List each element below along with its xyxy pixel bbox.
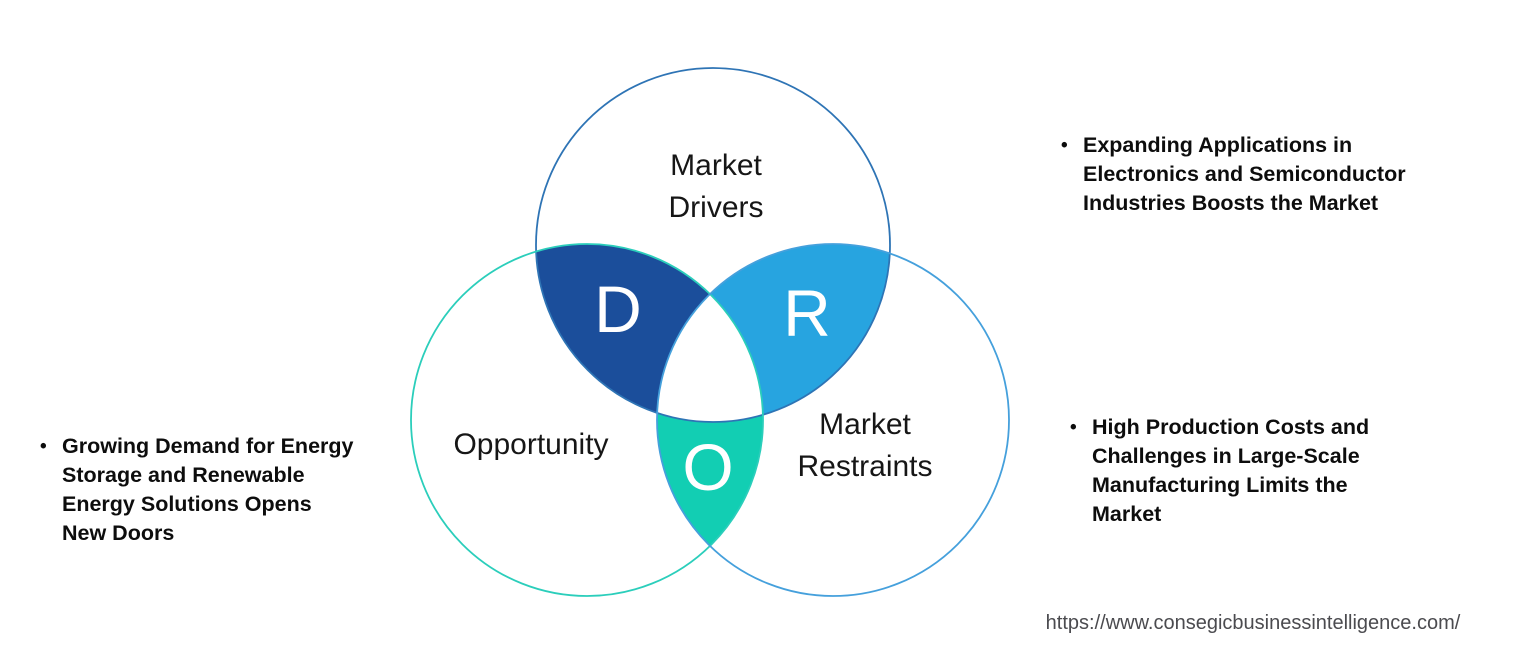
bullet-left: • Growing Demand for Energy Storage and … <box>40 432 390 548</box>
drivers-overlap-letter: D <box>594 272 642 346</box>
opportunity-circle <box>410 243 764 597</box>
opportunity-overlap-letter: O <box>682 430 733 504</box>
bullet-icon: • <box>40 436 47 457</box>
bullet-top-right: • Expanding Applications in Electronics … <box>1061 131 1481 218</box>
bullet-top-right-text: Expanding Applications in Electronics an… <box>1083 133 1406 215</box>
restraints-overlap-letter: R <box>783 276 831 350</box>
source-url: https://www.consegicbusinessintelligence… <box>1045 612 1461 634</box>
bullet-bottom-right: • High Production Costs and Challenges i… <box>1070 413 1470 529</box>
bullet-icon: • <box>1061 135 1068 156</box>
drivers-label: Market Drivers <box>668 149 764 224</box>
restraints-label: Market Restraints <box>797 408 933 483</box>
bullet-icon: • <box>1070 417 1077 438</box>
drivers-circle <box>535 67 891 423</box>
bullet-left-text: Growing Demand for Energy Storage and Re… <box>62 434 354 545</box>
opportunity-label: Opportunity <box>453 428 609 461</box>
bullet-bottom-right-text: High Production Costs and Challenges in … <box>1092 415 1370 526</box>
restraints-circle <box>656 243 1010 597</box>
